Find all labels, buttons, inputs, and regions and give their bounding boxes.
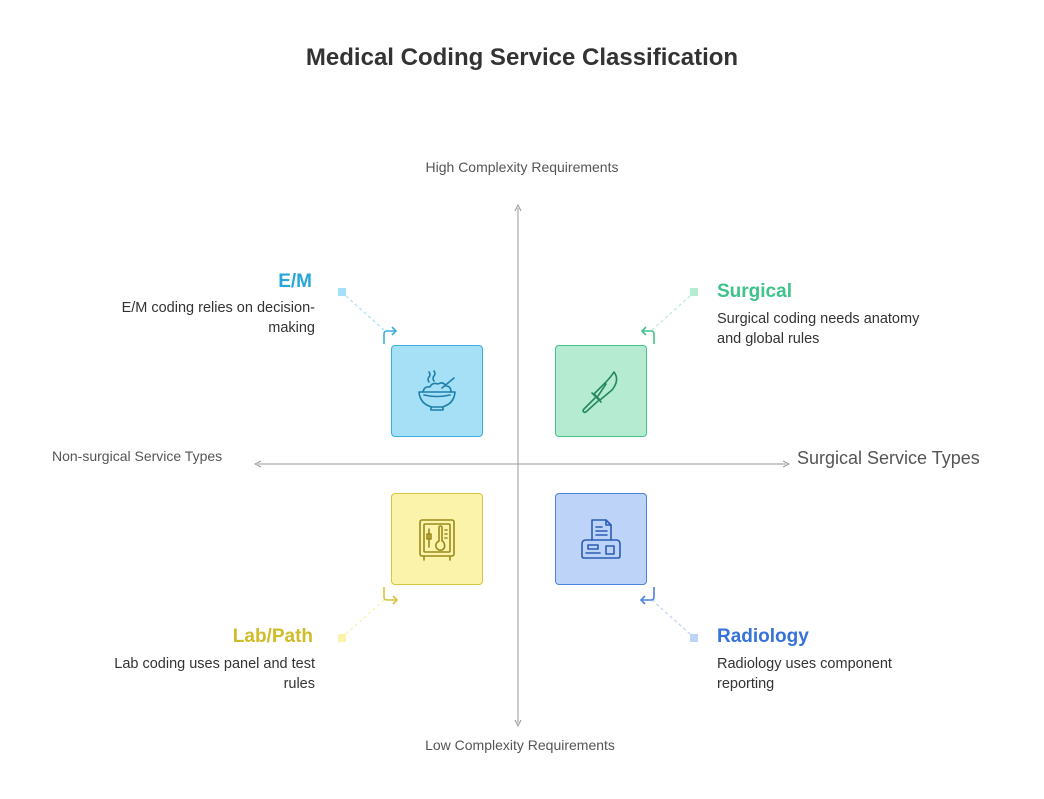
axis-right-label: Surgical Service Types [797,448,980,468]
axis-top-label: High Complexity Requirements [425,159,619,175]
document-scanner-icon [581,519,621,559]
axis-bottom-label: Low Complexity Requirements [425,737,615,753]
surgical-title: Surgical [717,281,792,302]
lab-title: Lab/Path [232,626,313,647]
radiology-connector [639,587,698,642]
em-icon-box [391,345,483,437]
em-connector [338,288,398,344]
surgical-icon-box [555,345,647,437]
lab-icon-box [391,493,483,585]
radiology-description: Radiology uses component reporting [717,656,892,692]
radiology-title: Radiology [717,626,809,647]
surgical-description: Surgical coding needs anatomy and global… [717,311,920,347]
surgical-connector [640,288,698,344]
lab-description: Lab coding uses panel and test rules [114,656,315,692]
rice-bowl-icon [418,370,456,411]
em-title: E/M [278,271,312,292]
lab-incubator-icon [419,519,455,561]
lab-connector [338,587,399,642]
page-title: Medical Coding Service Classification [305,44,739,71]
radiology-icon-box [555,493,647,585]
scalpel-icon [582,371,618,414]
em-description: E/M coding relies on decision-making [121,300,315,336]
axis-left-label: Non-surgical Service Types [52,448,223,464]
